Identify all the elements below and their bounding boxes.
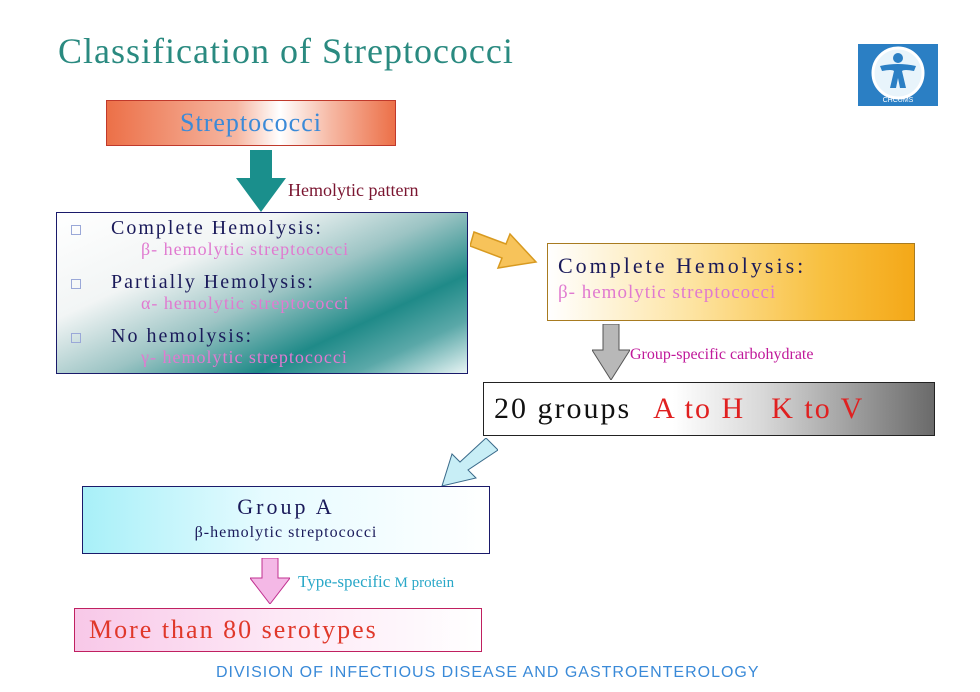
edge-label-type-specific: Type-specific bbox=[298, 572, 391, 591]
hemolysis-item-partial: Partially Hemolysis: α- hemolytic strept… bbox=[71, 271, 467, 317]
node-hemolysis-list: Complete Hemolysis: β- hemolytic strepto… bbox=[56, 212, 468, 374]
arrow-down-pink bbox=[250, 558, 290, 604]
hemolysis-type: Partially Hemolysis: bbox=[111, 271, 315, 293]
bullet-square-icon bbox=[71, 279, 81, 289]
bullet-square-icon bbox=[71, 225, 81, 235]
hemolysis-item-none: No hemolysis: γ- hemolytic streptococci bbox=[71, 325, 467, 371]
arrow-down-left-cyan bbox=[441, 438, 498, 487]
footer-division: DIVISION OF INFECTIOUS DISEASE AND GASTR… bbox=[216, 664, 760, 681]
hemolysis-type: No hemolysis: bbox=[111, 325, 254, 347]
bullet-square-icon bbox=[71, 333, 81, 343]
node-streptococci: Streptococci bbox=[106, 100, 396, 146]
hemolysis-type: Complete Hemolysis: bbox=[111, 217, 323, 239]
groups-count: 20 groups bbox=[494, 392, 632, 425]
groups-range-k-v: K to V bbox=[771, 392, 865, 425]
node-20-groups: 20 groups A to H K to V bbox=[483, 382, 935, 436]
node-serotypes-label: More than 80 serotypes bbox=[89, 615, 378, 644]
node-streptococci-label: Streptococci bbox=[180, 108, 322, 137]
node-complete-hemolysis-subtitle: β- hemolytic streptococci bbox=[558, 282, 777, 303]
hemolysis-item-complete: Complete Hemolysis: β- hemolytic strepto… bbox=[71, 217, 467, 263]
node-serotypes: More than 80 serotypes bbox=[74, 608, 482, 652]
node-complete-hemolysis: Complete Hemolysis: β- hemolytic strepto… bbox=[547, 243, 915, 321]
logo: CHCUMS bbox=[858, 44, 938, 106]
edge-label-hemolytic-pattern: Hemolytic pattern bbox=[288, 180, 419, 200]
person-emblem-icon bbox=[880, 53, 916, 88]
node-group-a-subtitle: β-hemolytic streptococci bbox=[194, 524, 378, 541]
hemolysis-organism: γ- hemolytic streptococci bbox=[141, 347, 348, 367]
edge-label-m-protein: M protein bbox=[394, 575, 455, 591]
node-group-a-title: Group A bbox=[237, 494, 335, 519]
node-complete-hemolysis-title: Complete Hemolysis: bbox=[558, 253, 807, 278]
hemolysis-organism: α- hemolytic streptococci bbox=[141, 293, 350, 313]
arrow-right-down-orange bbox=[470, 231, 538, 269]
edge-label-type-specific-m-protein: Type-specific M protein bbox=[298, 572, 454, 592]
hemolysis-organism: β- hemolytic streptococci bbox=[141, 239, 350, 259]
groups-range-a-h: A to H bbox=[653, 392, 746, 425]
edge-label-group-specific-carbohydrate: Group-specific carbohydrate bbox=[630, 346, 814, 363]
logo-text: CHCUMS bbox=[883, 97, 914, 104]
arrow-down-teal bbox=[236, 150, 286, 212]
node-group-a: Group A β-hemolytic streptococci bbox=[82, 486, 490, 554]
arrow-down-gray bbox=[592, 324, 630, 380]
page-title: Classification of Streptococci bbox=[58, 31, 514, 71]
